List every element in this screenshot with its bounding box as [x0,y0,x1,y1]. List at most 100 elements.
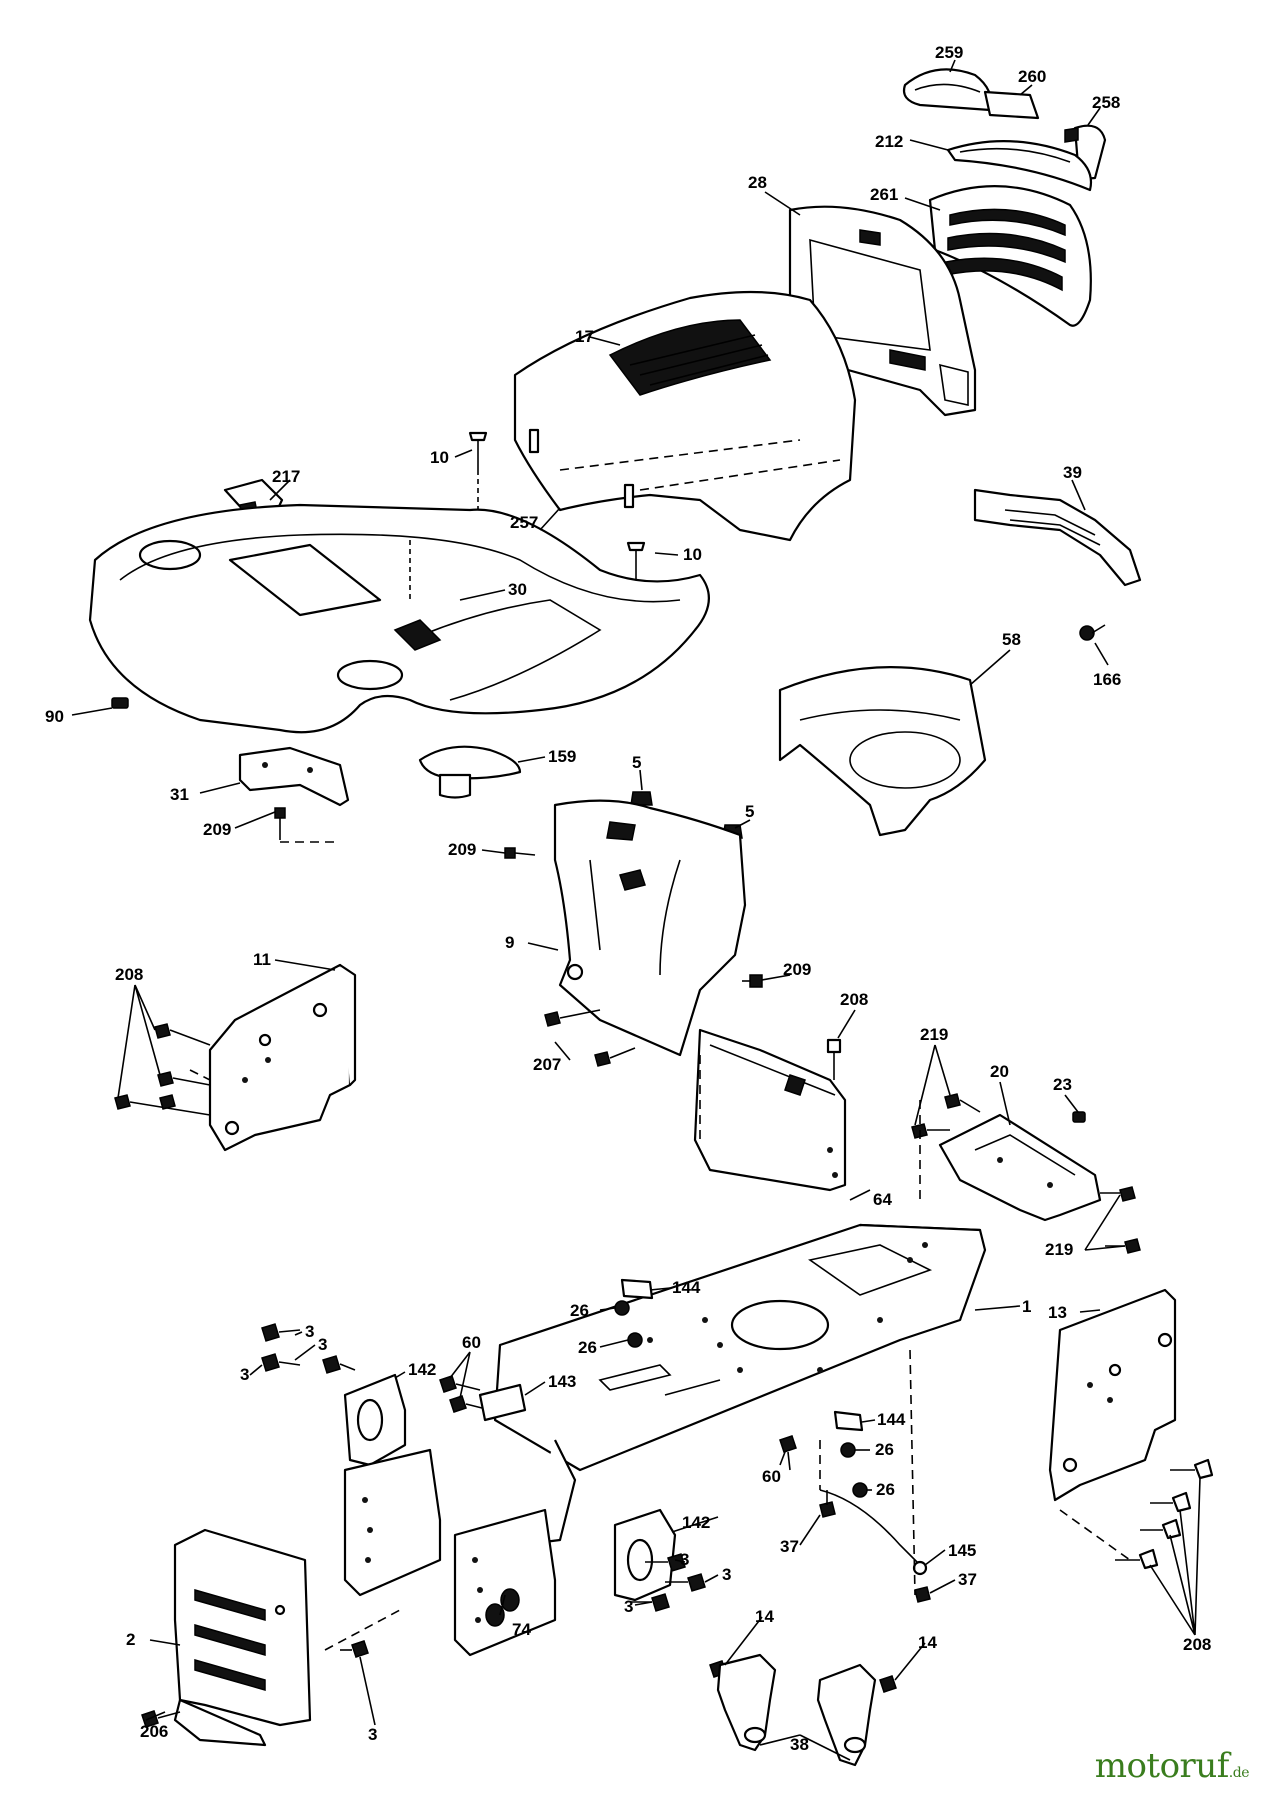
part-145-rod [819,1489,928,1576]
part-219-bolts-lower [1100,1186,1141,1254]
label-30: 30 [508,580,527,599]
label-3-e: 3 [722,1565,731,1584]
part-37-screw-lower [914,1586,931,1603]
part-30-fender [88,503,710,734]
label-26-b: 26 [578,1338,597,1357]
label-208-right: 208 [1183,1635,1211,1654]
part-39-bracket [973,488,1142,587]
label-39: 39 [1063,463,1082,482]
label-209-lower: 209 [783,960,811,979]
label-3-g: 3 [368,1725,377,1744]
label-20: 20 [990,1062,1009,1081]
watermark-tld: .de [1228,1765,1250,1781]
part-9-dash-panel [553,799,747,1057]
label-17: 17 [575,327,594,346]
label-142-lower: 142 [682,1513,710,1532]
part-207-bolts [544,1009,636,1067]
label-166: 166 [1093,670,1121,689]
part-212-light-bar [946,140,1093,192]
part-209-bolt-upper-left [274,807,286,840]
part-31-bracket [238,746,350,807]
part-142-bracket-upper [343,1373,407,1467]
part-38-bracket-right [816,1663,877,1767]
part-13-side-panel [1048,1288,1177,1502]
label-142-upper: 142 [408,1360,436,1379]
label-9: 9 [505,933,514,952]
part-142-bracket-lower [613,1508,677,1602]
part-2-front-bracket [173,1528,312,1747]
label-2: 2 [126,1630,135,1649]
label-10-lower: 10 [683,545,702,564]
label-26-d: 26 [876,1480,895,1499]
label-10-upper: 10 [430,448,449,467]
label-207: 207 [533,1055,561,1074]
label-60-upper: 60 [462,1333,481,1352]
label-13: 13 [1048,1303,1067,1322]
part-166-screw [1079,624,1106,641]
label-31: 31 [170,785,189,804]
label-144-lower: 144 [877,1410,906,1429]
label-143: 143 [548,1372,576,1391]
label-14-right: 14 [918,1633,937,1652]
label-259: 259 [935,43,963,62]
label-38: 38 [790,1735,809,1754]
part-38-bracket-left [716,1653,777,1752]
watermark-brand: motoruf [1094,1746,1230,1786]
label-26-a: 26 [570,1301,589,1320]
part-209-bolt-center [504,847,536,859]
label-14-left: 14 [755,1607,774,1626]
label-206: 206 [140,1722,168,1741]
label-217: 217 [272,467,300,486]
part-209-bolt-lower [742,974,763,988]
part-208-bolts-left [114,1023,211,1116]
label-64: 64 [873,1190,892,1209]
label-144-upper: 144 [672,1278,701,1297]
part-20-bracket [938,1113,1102,1222]
part-90-nut [111,697,129,709]
part-260-clip [983,90,1040,120]
part-74-bushings [485,1588,520,1627]
label-208-center: 208 [840,990,868,1009]
part-159-cup [418,745,522,799]
label-159: 159 [548,747,576,766]
part-64-bracket [693,1028,847,1192]
label-261: 261 [870,185,898,204]
label-37-upper: 37 [780,1537,799,1556]
watermark-logo: motoruf.de [1094,1746,1250,1786]
label-219-lower: 219 [1045,1240,1073,1259]
part-front-plate-left [343,1448,442,1597]
label-258: 258 [1092,93,1120,112]
part-208-bolts-right [1115,1458,1214,1570]
part-14-bolt-right [879,1675,897,1693]
label-23: 23 [1053,1075,1072,1094]
label-58: 58 [1002,630,1021,649]
part-60-bolt-lower [779,1435,797,1471]
label-37-lower: 37 [958,1570,977,1589]
part-23-nut [1072,1111,1086,1123]
label-74: 74 [512,1620,531,1639]
label-11: 11 [253,950,271,969]
part-17-hood [513,290,857,542]
label-3-a: 3 [305,1322,314,1341]
label-3-f: 3 [624,1597,633,1616]
part-259-lens [902,68,993,112]
label-26-c: 26 [875,1440,894,1459]
part-3-bolts-lower [630,1553,706,1612]
part-3-bolts-upper-left [261,1323,356,1374]
label-90: 90 [45,707,64,726]
label-219-upper: 219 [920,1025,948,1044]
part-5-nut-left [630,791,653,806]
part-144-clip-lower [833,1410,864,1432]
part-219-bolts-upper [911,1093,981,1139]
label-60-lower: 60 [762,1467,781,1486]
part-3-bolt-bottom [340,1640,369,1658]
label-145: 145 [948,1541,976,1560]
leader-lines [71,59,1201,1761]
part-11-side-panel [208,963,357,1152]
part-261-grille [928,185,1092,327]
part-60-bolts-upper [439,1375,491,1413]
label-3-b: 3 [318,1335,327,1354]
part-26-nuts [614,1300,868,1498]
label-260: 260 [1018,67,1046,86]
